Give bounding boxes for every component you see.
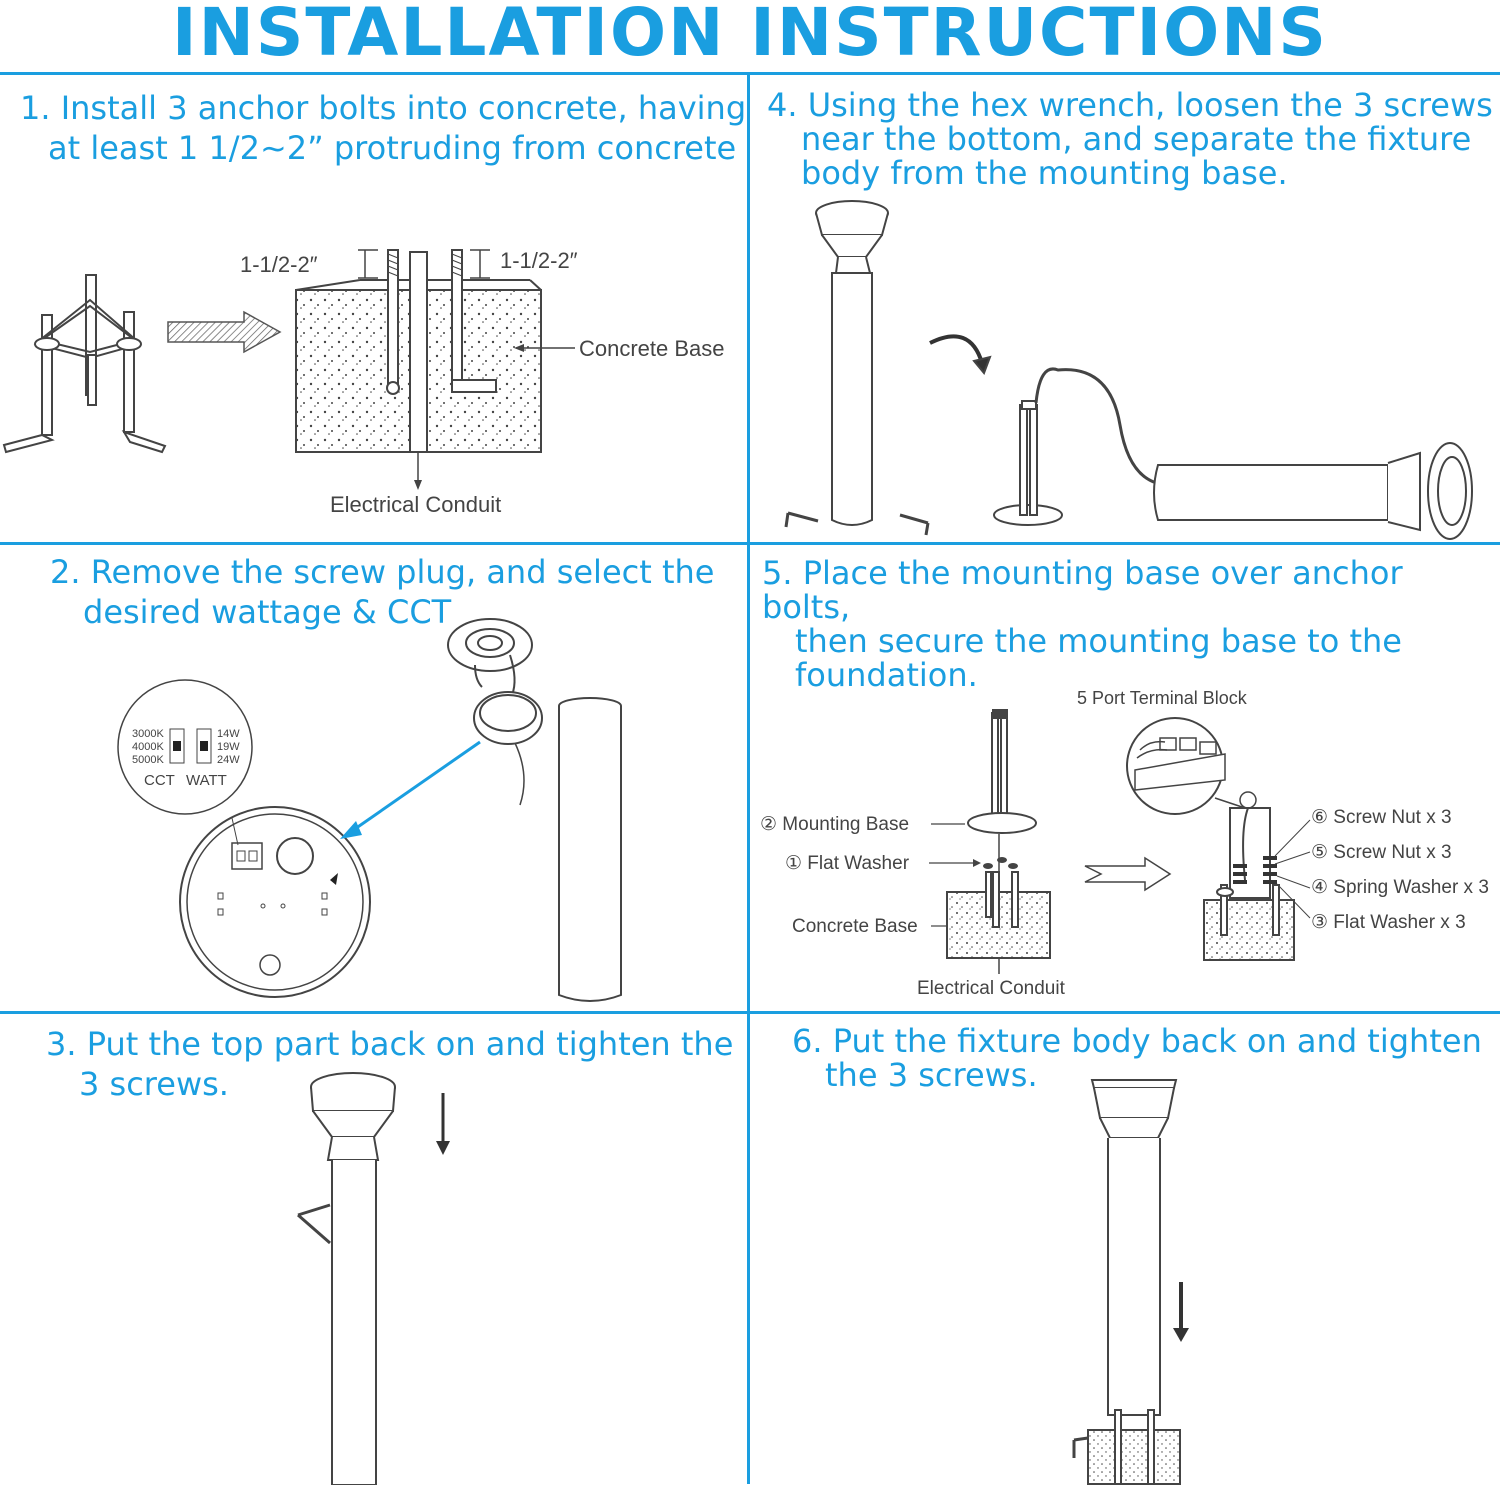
divider-row1: [0, 542, 1500, 545]
electrical-conduit-label: Electrical Conduit: [330, 492, 501, 517]
step-5-text: 5. Place the mounting base over anchor b…: [762, 554, 1403, 694]
screw-nut-5-label: ⑤ Screw Nut x 3: [1311, 842, 1452, 863]
svg-text:14W: 14W: [217, 728, 240, 740]
svg-text:24W: 24W: [217, 754, 240, 766]
watt-label: WATT: [186, 772, 227, 789]
diagram-fixture-back-on: [1072, 1079, 1189, 1485]
diagram-switch-select: 3000K 4000K 5000K 14W 19W 24W CCT WATT: [117, 618, 622, 1002]
dim-right-label: 1-1/2-2″: [500, 248, 578, 273]
terminal-block-label: 5 Port Terminal Block: [1077, 688, 1248, 708]
divider-row2: [0, 1011, 1500, 1014]
arrow-right-icon: [167, 310, 282, 354]
svg-text:5000K: 5000K: [132, 754, 164, 766]
conduit-pipe: [409, 251, 428, 453]
svg-text:4000K: 4000K: [132, 741, 164, 753]
dim-left-label: 1-1/2-2″: [240, 252, 318, 277]
arrow-right-icon: [1084, 856, 1172, 892]
flat-washer-label: ① Flat Washer: [785, 853, 910, 874]
step-3-text: 3. Put the top part back on and tighten …: [46, 1025, 734, 1103]
divider-top: [0, 72, 1500, 75]
step-6-text: 6. Put the fixture body back on and tigh…: [792, 1022, 1482, 1094]
diagram-mounting-base: 5 Port Terminal Block ② Mounting Base ① …: [760, 688, 1489, 999]
concrete-base-label: Concrete Base: [579, 336, 725, 361]
step-4-text: 4. Using the hex wrench, loosen the 3 sc…: [767, 86, 1493, 192]
arrow-down-icon: [1173, 1328, 1189, 1342]
svg-text:3000K: 3000K: [132, 728, 164, 740]
step-1-text: 1. Install 3 anchor bolts into concrete,…: [20, 89, 747, 167]
screw-plug: [276, 837, 314, 875]
step-2-text: 2. Remove the screw plug, and select the…: [50, 553, 715, 631]
arrow-down-icon: [436, 1141, 450, 1155]
svg-text:19W: 19W: [217, 741, 240, 753]
spring-washer-label: ④ Spring Washer x 3: [1311, 877, 1489, 898]
page-title: INSTALLATION INSTRUCTIONS: [172, 0, 1328, 71]
switch-detail-circle: [117, 679, 253, 815]
flat-washer-3-label: ③ Flat Washer x 3: [1311, 912, 1466, 933]
diagram-anchor-bolts: 1-1/2-2″ 1-1/2-2″ Concrete Base Electric…: [2, 248, 725, 517]
diagram-separate-fixture: [784, 200, 1473, 540]
concrete-base-label-5: Concrete Base: [792, 916, 918, 937]
diagram-top-back-on: [297, 1072, 450, 1485]
housing-bottom-view: [179, 806, 371, 998]
anchor-cage-illustration: [2, 274, 167, 454]
electrical-conduit-label-5: Electrical Conduit: [917, 978, 1066, 999]
divider-vertical: [747, 72, 750, 1484]
cct-label: CCT: [144, 772, 175, 789]
screw-nut-6-label: ⑥ Screw Nut x 3: [1311, 807, 1452, 828]
bolt-threads: [387, 253, 463, 277]
cct-options: 3000K 4000K 5000K 14W 19W 24W: [132, 728, 240, 766]
mounting-base-label: ② Mounting Base: [760, 814, 909, 835]
hardware-stack: [1233, 856, 1277, 884]
